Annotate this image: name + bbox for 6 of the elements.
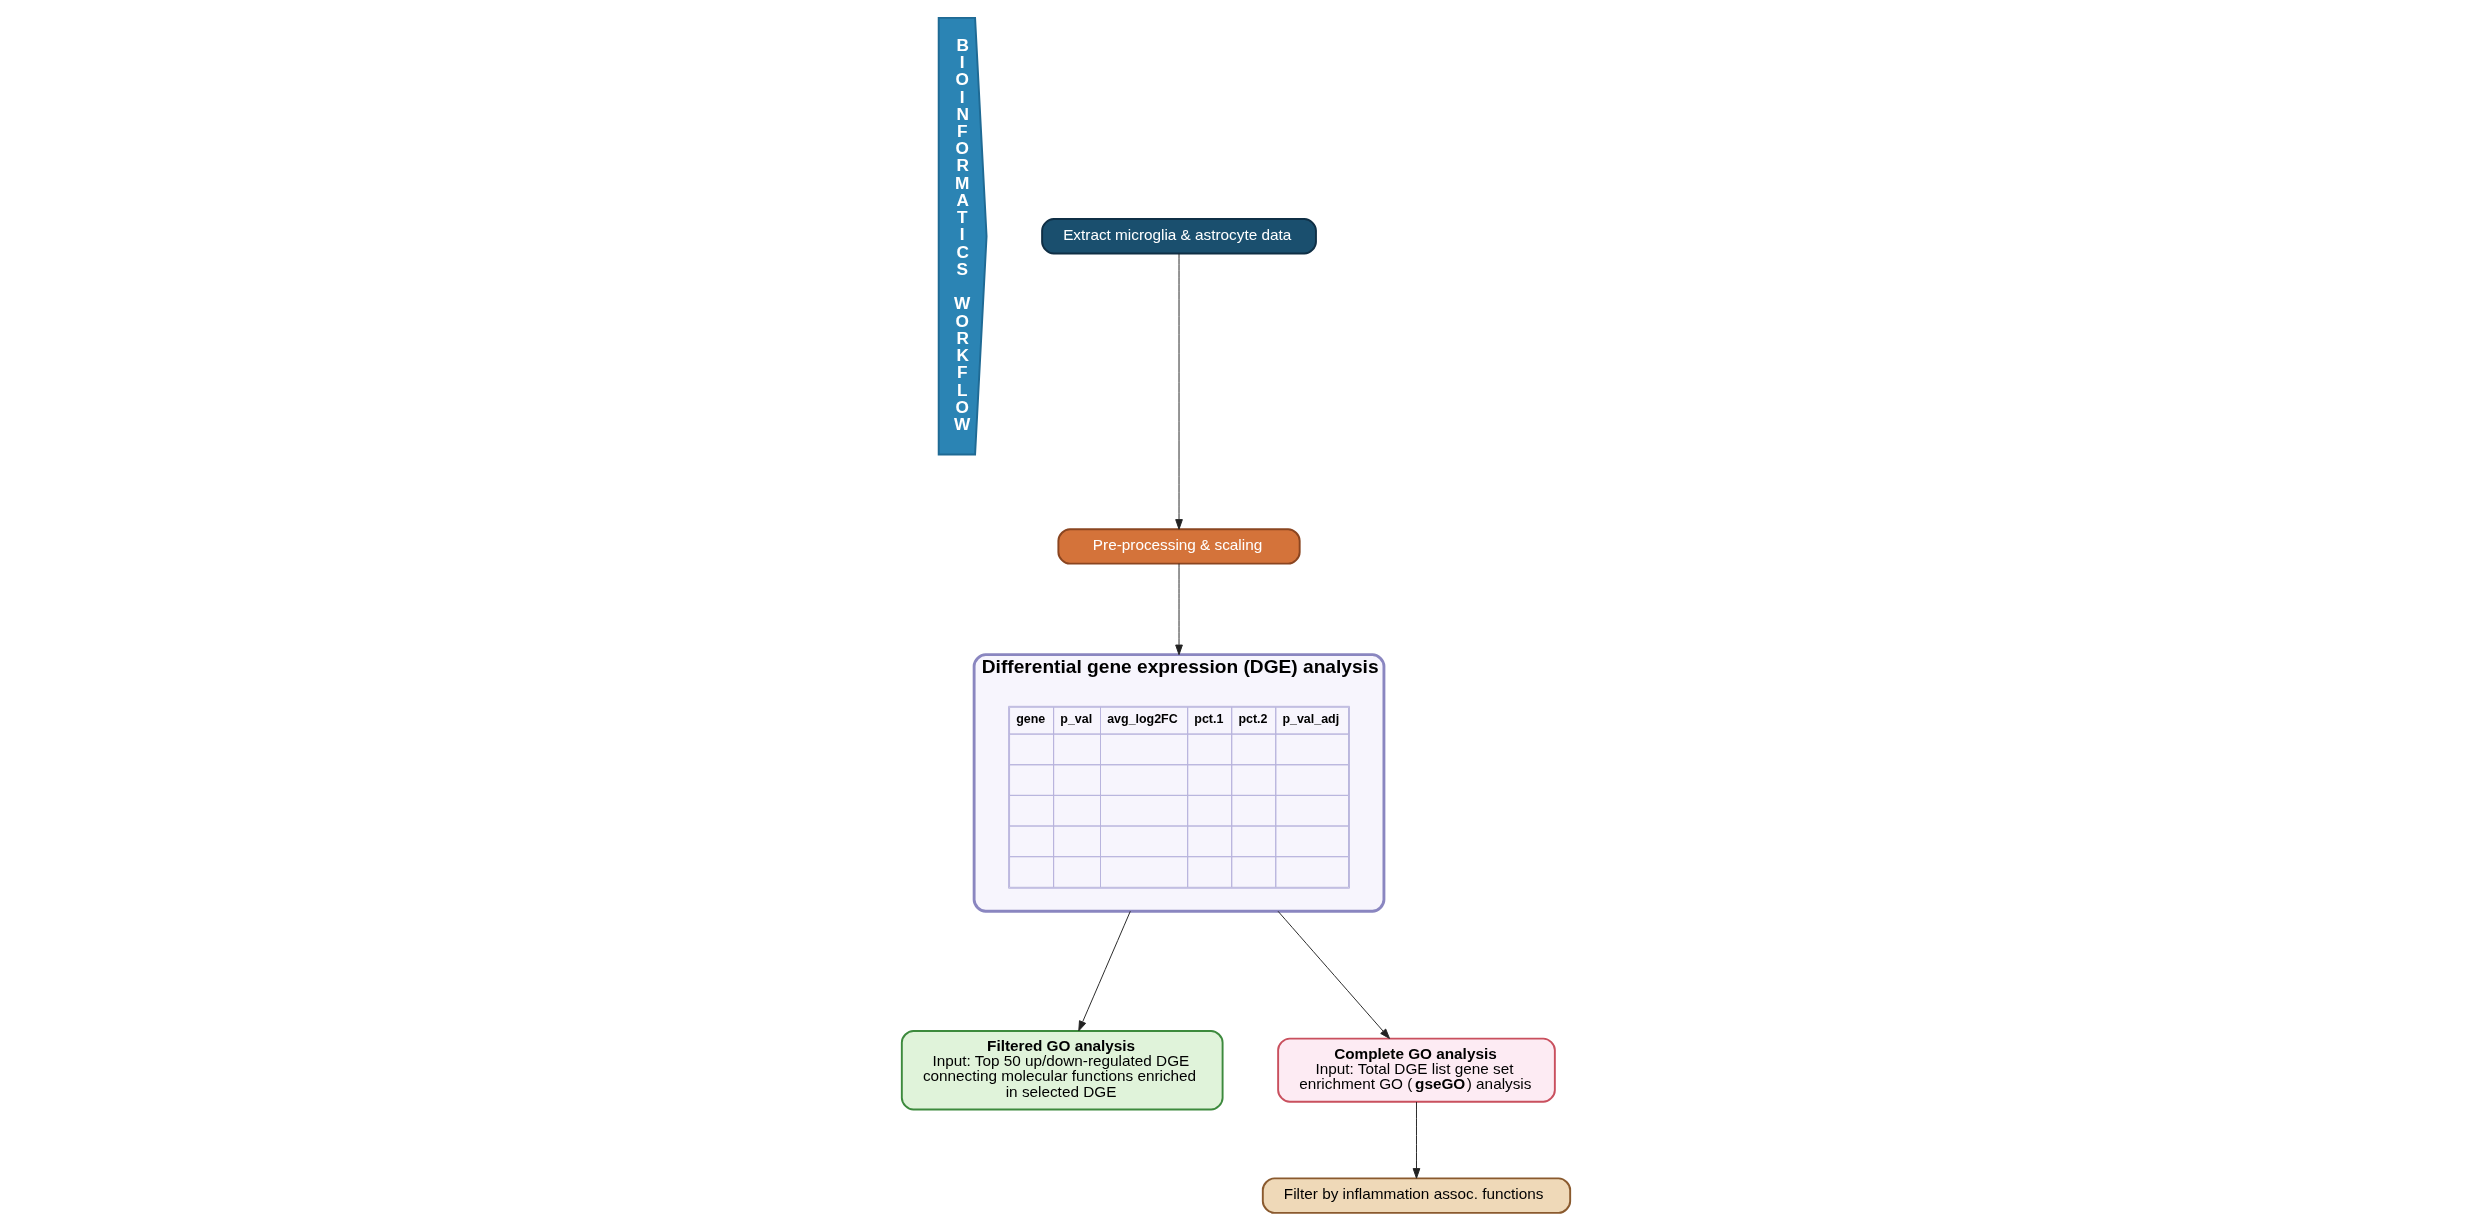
- label: pct.1: [1194, 712, 1224, 726]
- label: p_val_adj: [1282, 712, 1340, 726]
- label: gene: [1016, 712, 1046, 726]
- label: pct.2: [1238, 712, 1268, 726]
- label: p_val: [1060, 712, 1093, 726]
- label: avg_log2FC: [1107, 712, 1178, 726]
